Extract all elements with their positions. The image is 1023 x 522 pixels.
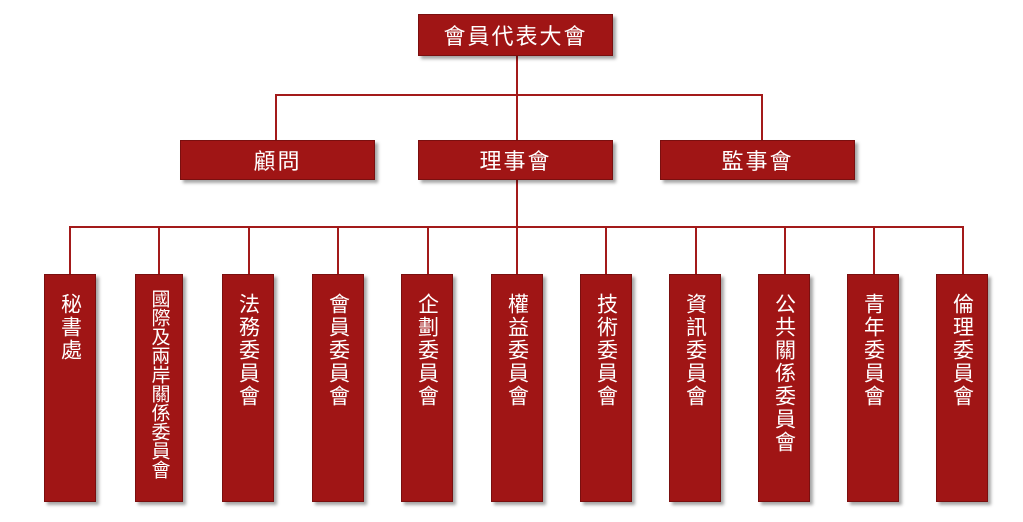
node-international-cross-strait-committee-label: 國際及兩岸關係委員會	[148, 289, 171, 479]
node-board-of-supervisors-label: 監事會	[721, 150, 794, 175]
node-rights-committee-label: 權益委員會	[505, 293, 530, 408]
node-ethics-committee-label: 倫理委員會	[950, 293, 975, 408]
node-international-cross-strait-committee: 國際及兩岸關係委員會	[135, 274, 183, 502]
node-advisors-label: 顧問	[253, 150, 302, 175]
node-public-relations-committee-label: 公共關係委員會	[772, 293, 797, 454]
connector-drop-10	[873, 226, 875, 274]
node-legal-committee: 法務委員會	[222, 274, 274, 502]
node-rights-committee: 權益委員會	[491, 274, 543, 502]
connector-top-stem	[516, 55, 518, 95]
node-information-committee: 資訊委員會	[669, 274, 721, 502]
connector-committee-bar	[69, 226, 962, 228]
connector-level2-bar	[275, 94, 763, 96]
node-youth-committee: 青年委員會	[847, 274, 899, 502]
node-public-relations-committee: 公共關係委員會	[758, 274, 810, 502]
connector-drop-1	[69, 226, 71, 274]
connector-left-drop	[275, 94, 277, 140]
node-youth-committee-label: 青年委員會	[861, 293, 886, 408]
node-board-of-directors-label: 理事會	[479, 150, 552, 175]
node-technical-committee-label: 技術委員會	[594, 293, 619, 408]
connector-drop-6	[516, 226, 518, 274]
node-legal-committee-label: 法務委員會	[236, 293, 261, 408]
node-information-committee-label: 資訊委員會	[683, 293, 708, 408]
node-general-assembly-label: 會員代表大會	[443, 25, 588, 50]
node-planning-committee: 企劃委員會	[401, 274, 453, 502]
connector-drop-2	[158, 226, 160, 274]
node-board-of-directors: 理事會	[418, 140, 613, 180]
connector-drop-5	[427, 226, 429, 274]
connector-drop-3	[248, 226, 250, 274]
node-board-of-supervisors: 監事會	[660, 140, 855, 180]
node-technical-committee: 技術委員會	[580, 274, 632, 502]
node-secretariat-label: 秘書處	[58, 293, 83, 362]
connector-drop-4	[337, 226, 339, 274]
node-membership-committee: 會員委員會	[312, 274, 364, 502]
node-general-assembly: 會員代表大會	[418, 14, 613, 56]
node-ethics-committee: 倫理委員會	[936, 274, 988, 502]
connector-drop-11	[962, 226, 964, 274]
node-secretariat: 秘書處	[44, 274, 96, 502]
node-advisors: 顧問	[180, 140, 375, 180]
node-membership-committee-label: 會員委員會	[326, 293, 351, 408]
connector-right-drop	[761, 94, 763, 140]
connector-drop-8	[695, 226, 697, 274]
connector-drop-9	[784, 226, 786, 274]
connector-drop-7	[605, 226, 607, 274]
node-planning-committee-label: 企劃委員會	[415, 293, 440, 408]
